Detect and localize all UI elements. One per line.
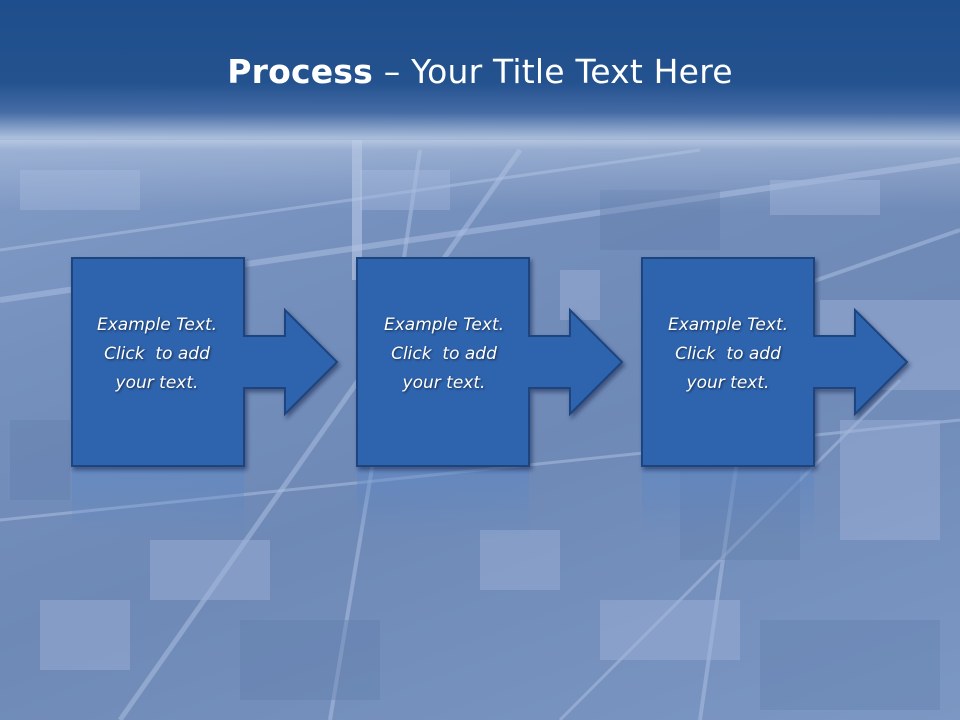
process-step-3[interactable] [641, 257, 909, 540]
step-3-line-3: your text. [686, 373, 770, 393]
step-3-text[interactable]: Example Text. Click to add your text. [643, 311, 813, 398]
step-3-line-2: Click to add [675, 344, 781, 364]
step-3-line-1: Example Text. [667, 315, 789, 335]
step-2-line-2: Click to add [391, 344, 497, 364]
step-1-arrow-shape[interactable] [71, 257, 339, 467]
title-rest: Your Title Text Here [411, 52, 733, 91]
step-1-line-1: Example Text. [96, 315, 218, 335]
step-2-reflection [357, 468, 529, 540]
title-bold: Process [227, 52, 373, 91]
step-1-text[interactable]: Example Text. Click to add your text. [72, 311, 242, 398]
step-2-text[interactable]: Example Text. Click to add your text. [359, 311, 529, 398]
title-dash: – [373, 52, 412, 91]
step-1-reflection [72, 468, 244, 540]
step-3-arrow-shape[interactable] [641, 257, 909, 467]
step-1-line-2: Click to add [104, 344, 210, 364]
title-bar [0, 0, 960, 150]
step-2-line-3: your text. [402, 373, 486, 393]
process-step-1[interactable] [71, 257, 339, 540]
step-1-line-3: your text. [115, 373, 199, 393]
step-3-reflection [642, 468, 814, 540]
step-2-arrow-shape[interactable] [356, 257, 624, 467]
process-step-2[interactable] [356, 257, 624, 540]
slide-title[interactable]: Process – Your Title Text Here [0, 52, 960, 91]
step-2-line-1: Example Text. [383, 315, 505, 335]
